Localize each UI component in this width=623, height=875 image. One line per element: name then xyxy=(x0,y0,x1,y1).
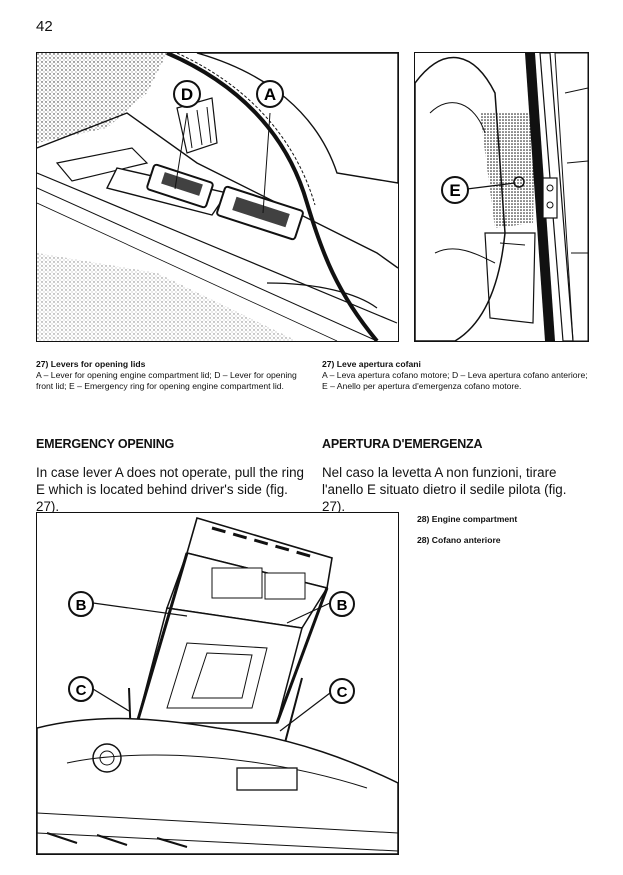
figure-27-levers-illustration: D A xyxy=(36,52,399,342)
callout-a: A xyxy=(264,85,276,104)
figure-27-emergency-ring-illustration: E xyxy=(414,52,589,342)
caption-27-italian-title: 27) Leve apertura cofani xyxy=(322,359,421,369)
caption-27-italian: 27) Leve apertura cofani A – Leva apertu… xyxy=(322,359,588,392)
callout-b-left: B xyxy=(76,597,87,614)
heading-emergency-opening: EMERGENCY OPENING xyxy=(36,437,175,451)
figure-28-engine-compartment-illustration: B B C C xyxy=(36,512,399,855)
callout-b-right: B xyxy=(337,597,348,614)
callout-e: E xyxy=(449,181,460,200)
figure-28-label-italian: 28) Cofano anteriore xyxy=(417,535,501,545)
callout-c-left: C xyxy=(76,682,87,699)
callout-d: D xyxy=(181,85,193,104)
caption-27-english-text: A – Lever for opening engine compartment… xyxy=(36,370,297,391)
page-number: 42 xyxy=(36,18,53,35)
caption-27-italian-text: A – Leva apertura cofano motore; D – Lev… xyxy=(322,370,588,391)
paragraph-apertura-emergenza: Nel caso la levetta A non funzioni, tira… xyxy=(322,465,567,514)
heading-apertura-emergenza: APERTURA D'EMERGENZA xyxy=(322,437,483,451)
figure-28-label-english: 28) Engine compartment xyxy=(417,514,518,524)
caption-27-english-title: 27) Levers for opening lids xyxy=(36,359,146,369)
caption-27-english: 27) Levers for opening lids A – Lever fo… xyxy=(36,359,302,392)
paragraph-emergency-opening: In case lever A does not operate, pull t… xyxy=(36,465,304,514)
callout-c-right: C xyxy=(337,684,348,701)
